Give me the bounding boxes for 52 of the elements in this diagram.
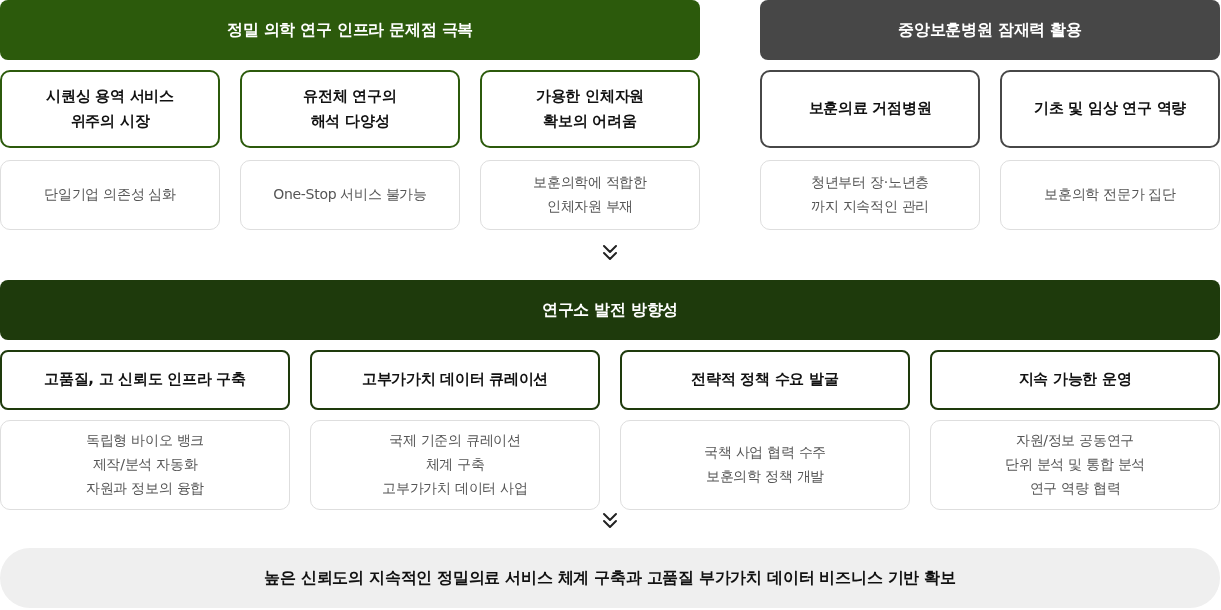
box-text: 고부가가치 데이터 사업 (382, 478, 528, 498)
box-text: 연구 역량 협력 (1029, 478, 1121, 498)
box-text: 유전체 연구의 해석 다양성 (302, 85, 398, 132)
detail-box (930, 420, 1220, 510)
header-band (760, 0, 1220, 60)
box-text: 청년부터 장·노년층 까지 지속적인 관리 (810, 173, 930, 216)
detail-box (310, 420, 600, 510)
detail-box (760, 160, 980, 230)
box-text: 고부가가치 데이터 큐레이션 (361, 369, 549, 391)
title-box (240, 70, 460, 148)
box-text: 체계 구축 (425, 455, 485, 475)
title-box (0, 350, 290, 410)
box-text: 단일기업 의존성 심화 (44, 185, 176, 205)
title-box (930, 350, 1220, 410)
box-text: 단위 분석 및 통합 분석 (1005, 455, 1145, 475)
title-box (480, 70, 700, 148)
box-text: 국책 사업 협력 수주 (703, 443, 827, 463)
title-box (760, 70, 980, 148)
box-text: 독립형 바이오 뱅크 (86, 431, 204, 451)
box-text: 기초 및 임상 연구 역량 (1034, 98, 1186, 120)
box-text: 자원/정보 공동연구 (1015, 431, 1135, 451)
header-band (0, 0, 700, 60)
title-box (310, 350, 600, 410)
box-text: 보훈의학에 적합한 인체자원 부재 (532, 173, 648, 216)
detail-box (240, 160, 460, 230)
box-text: 전략적 정책 수요 발굴 (691, 369, 839, 391)
detail-box (480, 160, 700, 230)
box-text: 정밀 의학 연구 인프라 문제점 극복 (226, 19, 474, 42)
box-text: 보훈의학 정책 개발 (706, 467, 824, 486)
box-text: 보훈의학 전문가 집단 (1044, 185, 1176, 205)
box-text: 높은 신뢰도의 지속적인 정밀의료 서비스 체계 구축과 고품질 부가가치 데이터 비즈니스 기반 확보 (264, 567, 956, 590)
title-box (620, 350, 910, 410)
box-text: 보훈의료 거점병원 (808, 98, 932, 120)
detail-box (0, 160, 220, 230)
box-text: 고품질, 고 신뢰도 인프라 구축 (44, 369, 246, 391)
box-text: 연구소 발전 방향성 (541, 299, 679, 322)
chevron-arrow (603, 513, 617, 528)
header-band (0, 280, 1220, 340)
box-text: One-Stop 서비스 불가능 (273, 185, 427, 205)
box-text: 시퀀싱 용역 서비스 위주의 시장 (45, 85, 175, 132)
box-text: 지속 가능한 운영 (1018, 369, 1132, 391)
box-text: 자원과 정보의 융합 (86, 478, 204, 498)
chevron-arrow (603, 245, 617, 260)
box-text: 국제 기준의 큐레이션 (389, 431, 521, 451)
box-text: 제작/분석 자동화 (92, 455, 198, 475)
title-box (1000, 70, 1220, 148)
detail-box (620, 420, 910, 510)
detail-box (1000, 160, 1220, 230)
detail-box (0, 420, 290, 510)
box-text: 가용한 인체자원 확보의 어려움 (535, 85, 645, 132)
box-text: 중앙보훈병원 잠재력 활용 (898, 19, 1082, 42)
title-box (0, 70, 220, 148)
